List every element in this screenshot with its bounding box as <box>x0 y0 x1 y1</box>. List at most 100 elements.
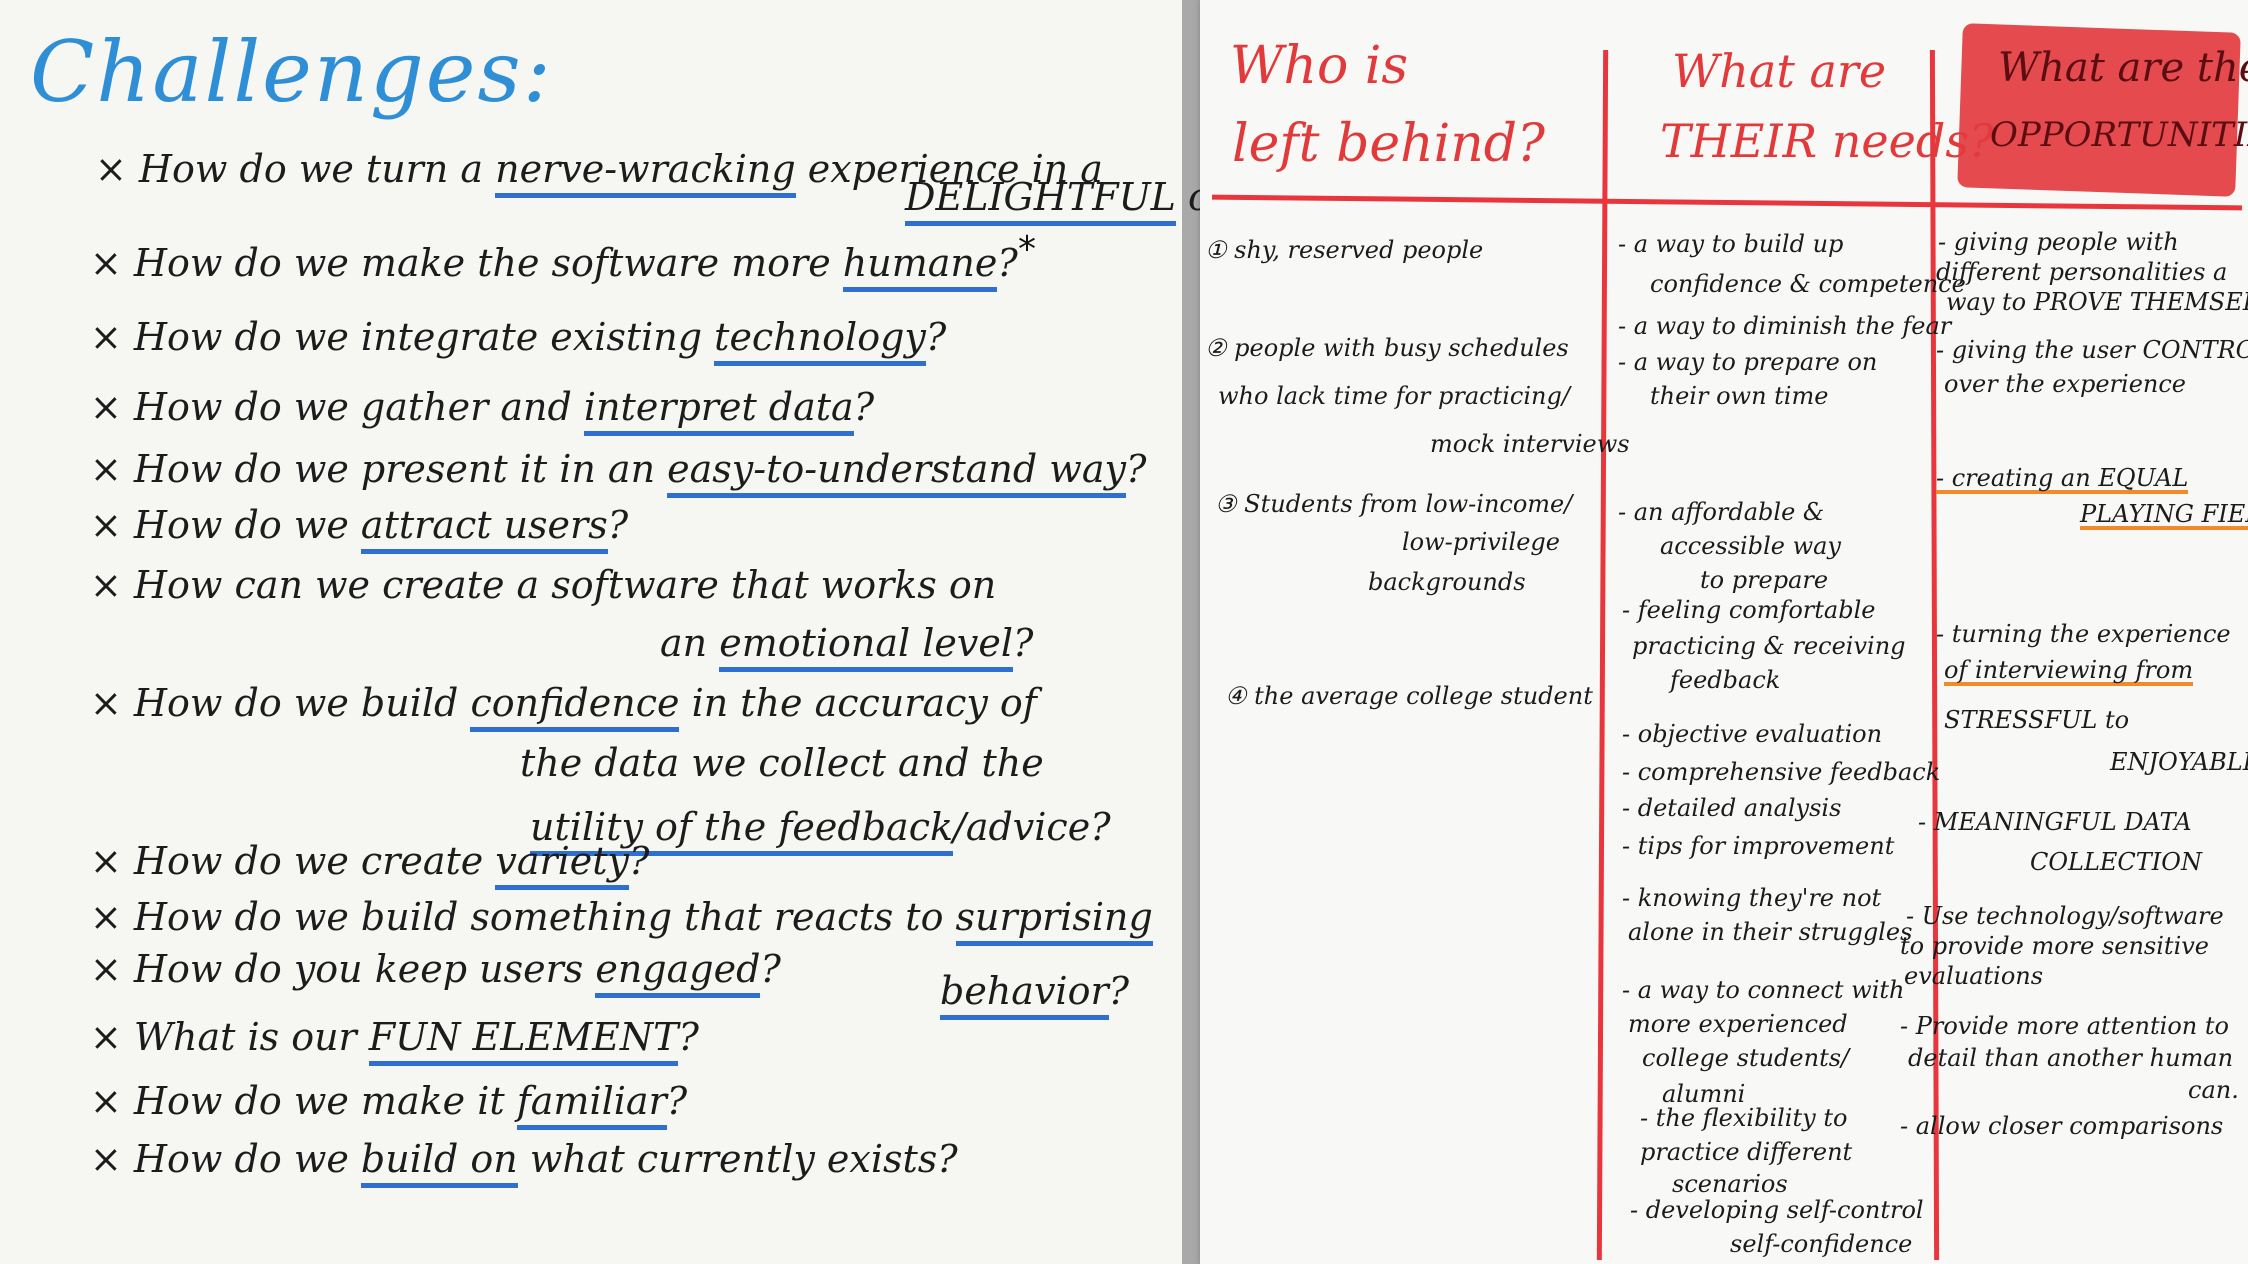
challenges-title: Challenges: <box>30 23 553 121</box>
challenge-text: × How do you keep users <box>90 947 596 991</box>
col1-entry: backgrounds <box>1368 568 1526 596</box>
challenge-text: ? <box>1125 447 1147 491</box>
col2-entry: confidence & competence <box>1650 270 1966 298</box>
col2-entry: self-confidence <box>1730 1230 1913 1258</box>
challenge-text: × How do we integrate existing <box>90 315 715 359</box>
col2-entry: scenarios <box>1672 1170 1788 1198</box>
challenge-text: ? <box>997 241 1018 285</box>
highlighted-phrase: interpret data <box>583 385 854 436</box>
challenge-text: ? <box>629 839 650 883</box>
col3-entry: over the experience <box>1944 370 2187 398</box>
col2-entry: - a way to prepare on <box>1618 348 1878 376</box>
col2-entry: - a way to diminish the fear <box>1618 312 1952 340</box>
col3-entry: - giving people with <box>1938 228 2179 256</box>
highlighted-phrase: easy-to-understand way <box>667 447 1126 498</box>
col2-entry: - tips for improvement <box>1622 832 1895 860</box>
highlighted-phrase: emotional level <box>719 621 1014 672</box>
highlighted-phrase: DELIGHTFUL <box>905 175 1176 226</box>
challenge-text: the data we collect and the <box>520 741 1044 785</box>
col2-entry: accessible way <box>1660 532 1841 560</box>
challenge-text: × How can we create a software that work… <box>90 563 997 607</box>
col1-entry: ② people with busy schedules <box>1205 334 1569 362</box>
col2-entry: - knowing they're not <box>1622 884 1882 912</box>
needs-sheet <box>1200 0 2248 1264</box>
col2-entry: - comprehensive feedback <box>1622 758 1941 786</box>
challenge-line: an emotional level? <box>660 621 1034 672</box>
col2-entry: - an affordable & <box>1618 498 1825 526</box>
highlighted-phrase: attract users <box>360 503 608 554</box>
challenge-line: × How do we build confidence in the accu… <box>90 681 1037 732</box>
challenge-line: × How do we turn a nerve-wracking experi… <box>95 147 1103 198</box>
col3-entry: evaluations <box>1904 962 2044 990</box>
col2-entry: alumni <box>1662 1080 1746 1108</box>
col3-entry: to provide more sensitive <box>1900 932 2209 960</box>
col1-header-line1: Who is <box>1230 36 1409 96</box>
highlighted-phrase: FUN ELEMENT <box>368 1015 679 1066</box>
col3-entry: - Use technology/software <box>1906 902 2224 930</box>
highlighted-phrase: technology <box>714 315 926 366</box>
challenge-line: the data we collect and the <box>520 744 1044 782</box>
challenge-text: ? <box>925 315 947 359</box>
challenge-text: × How do we build something that reacts … <box>90 895 956 939</box>
col3-header-line1: What are the <box>1998 45 2248 91</box>
col3-header-line2: OPPORTUNITIES? <box>1990 115 2248 155</box>
col3-entry: STRESSFUL to <box>1944 706 2130 734</box>
challenge-text: × How do we gather and <box>90 385 584 429</box>
col2-entry: - developing self-control <box>1630 1196 1924 1224</box>
col1-entry: who lack time for practicing/ <box>1218 382 1570 410</box>
col1-entry: low-privilege <box>1402 528 1560 556</box>
col1-entry: ① shy, reserved people <box>1205 236 1484 264</box>
challenge-line: × How do we build something that reacts … <box>90 895 1153 946</box>
col3-entry: - creating an EQUAL <box>1936 464 2189 494</box>
challenge-text: /advice? <box>953 805 1111 849</box>
col3-entry: - giving the user CONTROL <box>1936 336 2248 364</box>
challenge-text: × How do we present it in an <box>90 447 668 491</box>
col3-entry: can. <box>2188 1076 2239 1104</box>
col1-header-line2: left behind? <box>1232 114 1545 174</box>
col2-entry: - the flexibility to <box>1640 1104 1848 1132</box>
highlighted-phrase: nerve-wracking <box>495 147 796 198</box>
challenge-text: × What is our <box>90 1015 369 1059</box>
challenge-text: ? <box>853 385 875 429</box>
challenge-text: ? <box>1108 969 1129 1013</box>
col2-entry: - a way to connect with <box>1622 976 1905 1004</box>
col3-entry: different personalities a <box>1936 258 2228 286</box>
challenge-line: × How do we attract users? <box>90 503 629 554</box>
col3-entry: - turning the experience <box>1936 620 2231 648</box>
col2-header-line1: What are <box>1672 44 1887 98</box>
challenges-sheet <box>0 0 1182 1264</box>
col3-entry: PLAYING FIELD <box>2080 502 2248 530</box>
col1-entry: mock interviews <box>1430 430 1630 458</box>
col2-entry: practicing & receiving <box>1632 632 1906 660</box>
col3-entry: - allow closer comparisons <box>1900 1112 2224 1140</box>
challenge-text: × How do we <box>90 1137 361 1181</box>
challenge-line: × How do we integrate existing technolog… <box>90 315 947 366</box>
col2-entry: their own time <box>1650 382 1829 410</box>
col3-entry: - MEANINGFUL DATA <box>1918 808 2192 836</box>
highlighted-phrase: variety <box>495 839 630 890</box>
challenge-text: experience in a <box>795 147 1103 191</box>
challenge-line: × How do you keep users engaged? <box>90 947 781 998</box>
challenge-line: × How do we gather and interpret data? <box>90 385 875 436</box>
col2-entry: alone in their struggles <box>1628 918 1913 946</box>
col2-entry: college students/ <box>1642 1044 1850 1072</box>
col3-entry: ENJOYABLE <box>2110 748 2248 776</box>
challenge-line: × How do we make it familiar? <box>90 1079 687 1130</box>
highlighted-phrase: humane <box>842 241 998 292</box>
highlighted-phrase: surprising <box>955 895 1153 946</box>
highlighted-phrase: confidence <box>470 681 680 732</box>
challenge-text: × How do we turn a <box>95 147 496 191</box>
star-mark: * <box>1018 229 1036 270</box>
challenge-text: in the accuracy of <box>679 681 1037 725</box>
challenge-line: × How do we present it in an easy-to-und… <box>90 447 1147 498</box>
challenge-text: an <box>660 621 720 665</box>
challenge-text: × How do we <box>90 503 361 547</box>
challenge-text: ? <box>1013 621 1034 665</box>
col3-entry: way to PROVE THEMSELVES <box>1946 288 2248 316</box>
challenge-text: × How do we build <box>90 681 471 725</box>
challenge-text: ? <box>607 503 629 547</box>
col2-entry: practice different <box>1640 1138 1853 1166</box>
col3-entry: detail than another human <box>1908 1044 2234 1072</box>
challenge-line: × How do we make the software more human… <box>90 241 1018 292</box>
col2-entry: more experienced <box>1628 1010 1848 1038</box>
